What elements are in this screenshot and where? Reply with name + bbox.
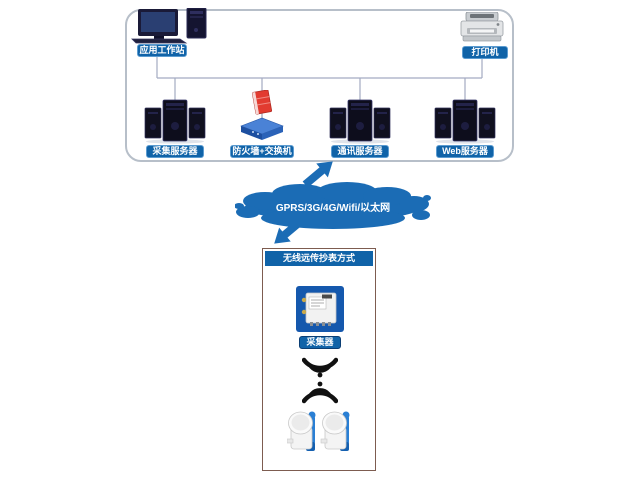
firewall-switch-label: 防火墙+交换机 [230, 145, 294, 158]
collector-icon [296, 286, 344, 332]
collector-label: 采集器 [299, 336, 341, 349]
bottom-box-title: 无线远传抄表方式 [265, 251, 373, 266]
water-meter-pair-icon [287, 411, 350, 451]
web-server-label: Web服务器 [436, 145, 494, 158]
firewall-switch-icon [240, 90, 284, 140]
water-meter-icon [287, 411, 316, 451]
arrow-up-right-icon [302, 161, 333, 188]
printer-label: 打印机 [462, 46, 508, 59]
connector-lines [156, 57, 483, 101]
web-server-icon [434, 99, 496, 144]
workstation-icon [131, 8, 207, 44]
network-cloud-icon [235, 182, 431, 229]
collection-server-label: 采集服务器 [146, 145, 204, 158]
wireless-meter-reading-box: 无线远传抄表方式 采集器 [262, 248, 376, 471]
water-meter-icon [320, 411, 350, 451]
comm-server-label: 通讯服务器 [331, 145, 389, 158]
comm-server-icon [329, 99, 391, 144]
printer-icon [460, 12, 504, 42]
workstation-label: 应用工作站 [137, 44, 187, 57]
wireless-signal-icon [302, 357, 338, 404]
collection-server-icon [144, 99, 206, 144]
